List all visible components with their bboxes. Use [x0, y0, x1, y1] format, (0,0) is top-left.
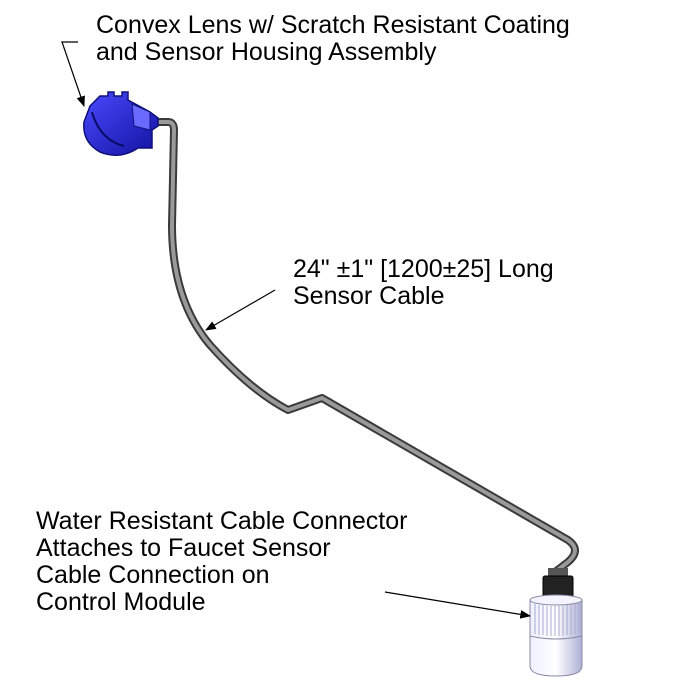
connector-label: Water Resistant Cable Connector Attaches… [36, 508, 407, 616]
lens-housing-label: Convex Lens w/ Scratch Resistant Coating… [96, 12, 570, 66]
connector-label-line-3: Cable Connection on [36, 561, 270, 589]
cable-label-line-2: Sensor Cable [293, 282, 445, 310]
connector-label-line-2: Attaches to Faucet Sensor [36, 534, 331, 562]
leader-arrow-lens [61, 41, 85, 108]
lens-label-line-1: Convex Lens w/ Scratch Resistant Coating [96, 11, 570, 39]
cable-label-line-1: 24" ±1" [1200±25] Long [293, 255, 554, 283]
lens-label-line-2: and Sensor Housing Assembly [96, 38, 437, 66]
sensor-housing-icon [83, 91, 159, 156]
leader-arrow-cable [205, 289, 276, 331]
connector-label-line-4: Control Module [36, 588, 206, 616]
leader-arrow-connector [384, 591, 532, 619]
cable-connector-icon [529, 568, 583, 677]
cable-length-label: 24" ±1" [1200±25] Long Sensor Cable [293, 256, 554, 310]
sensor-cable [146, 118, 579, 576]
connector-label-line-1: Water Resistant Cable Connector [36, 507, 408, 535]
